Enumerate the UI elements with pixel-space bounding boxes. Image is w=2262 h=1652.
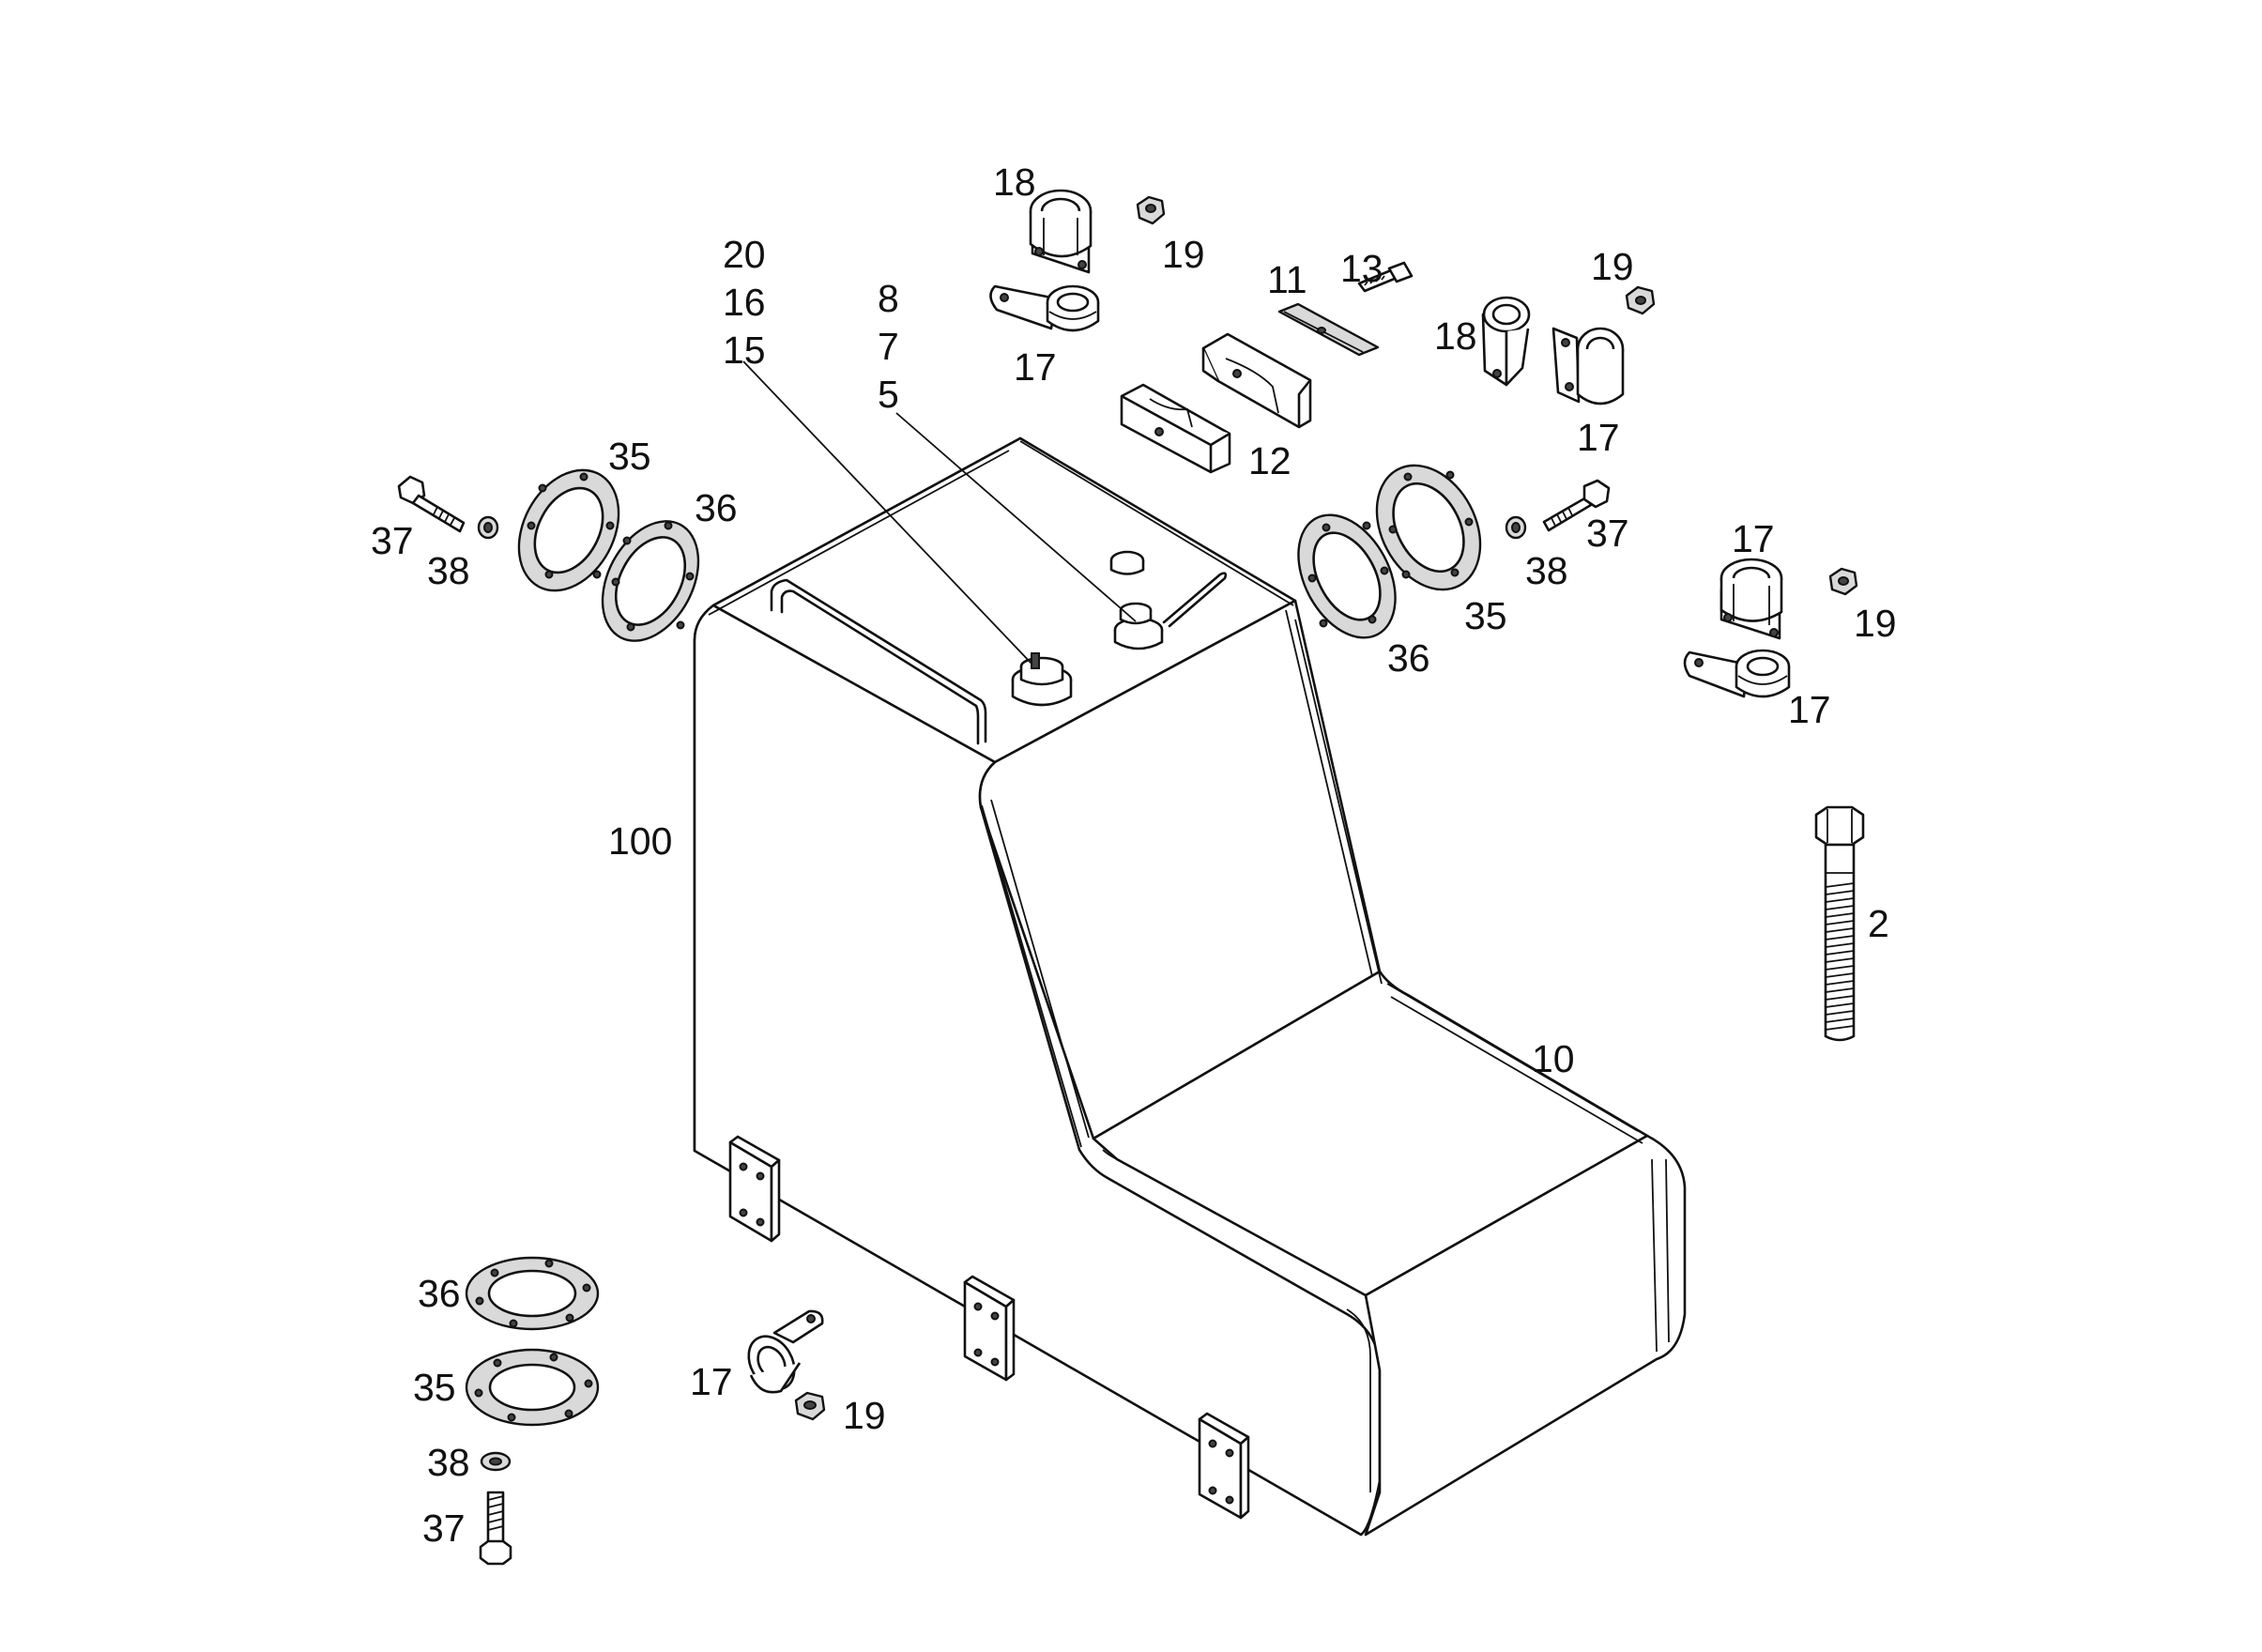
callout-38: 38 — [427, 1441, 470, 1484]
strap-bracket-group — [1120, 261, 1414, 474]
gasket-35-bottom — [465, 1348, 600, 1427]
level-sender — [1113, 602, 1164, 650]
callout-5: 5 — [878, 373, 899, 416]
gasket-36-left — [601, 520, 700, 642]
callout-36: 36 — [418, 1272, 461, 1315]
flange-group-left — [397, 468, 700, 642]
gasket-36-bottom — [465, 1256, 600, 1331]
part-12-lower-block — [1120, 383, 1231, 474]
part-12-upper-block — [1201, 332, 1312, 429]
long-bolt-2 — [1814, 805, 1865, 1042]
tank-left-face — [693, 604, 1382, 1537]
filler-cap — [1011, 652, 1073, 707]
clamp-17-bottom — [747, 1309, 824, 1394]
flange-group-right — [1297, 464, 1611, 639]
callout-35: 35 — [1464, 594, 1507, 637]
callout-17: 17 — [690, 1360, 733, 1403]
mounting-pad — [728, 1135, 781, 1243]
callout-17: 17 — [1732, 517, 1775, 560]
callout-16: 16 — [723, 281, 766, 324]
clamp-assembly-bottom — [747, 1309, 826, 1421]
callout-labels: 18 19 20 16 15 8 7 5 17 11 13 19 18 17 1… — [371, 161, 1897, 1550]
bolt-37-left — [397, 475, 466, 533]
callout-19: 19 — [1162, 233, 1205, 276]
bolt-37-bottom — [479, 1491, 512, 1566]
callout-11: 11 — [1267, 258, 1307, 301]
tank-slope-face — [978, 599, 1382, 1140]
callout-38: 38 — [427, 549, 470, 592]
callout-19: 19 — [1591, 245, 1634, 288]
callout-38: 38 — [1525, 549, 1568, 592]
clamp-17-right — [1551, 327, 1625, 405]
callout-13: 13 — [1340, 247, 1383, 290]
callout-100: 100 — [608, 819, 672, 863]
callout-17: 17 — [1014, 345, 1057, 389]
callout-17: 17 — [1577, 416, 1620, 459]
flange-group-bottom — [465, 1256, 600, 1566]
vent-tube — [1162, 572, 1228, 628]
callout-36: 36 — [695, 486, 738, 529]
tank-front-face — [1364, 1134, 1687, 1537]
callout-19: 19 — [1854, 602, 1897, 645]
clamp-17-right-lower — [1683, 649, 1791, 698]
callout-18: 18 — [993, 161, 1036, 204]
callout-12: 12 — [1248, 439, 1291, 482]
leader-lines — [742, 360, 1137, 665]
nut-19-right-side — [1828, 567, 1858, 596]
callout-17: 17 — [1788, 688, 1831, 731]
tank-body — [693, 436, 1687, 1537]
nut-19-right — [1625, 285, 1656, 315]
callout-15: 15 — [723, 329, 766, 372]
callout-37: 37 — [1586, 512, 1629, 555]
clamp-18-right — [1481, 296, 1531, 387]
mounting-pad — [1198, 1412, 1250, 1520]
mounting-pad — [963, 1275, 1016, 1382]
callout-7: 7 — [878, 325, 899, 368]
callout-37: 37 — [371, 519, 414, 562]
washer-38-left — [477, 515, 499, 540]
washer-38-bottom — [480, 1451, 512, 1472]
callout-36: 36 — [1387, 636, 1430, 680]
tank-handle — [770, 578, 987, 743]
callout-8: 8 — [878, 277, 899, 320]
callout-2: 2 — [1868, 902, 1889, 945]
breather-cap — [1109, 550, 1145, 575]
clamp-assembly-top-left — [989, 189, 1166, 332]
callout-10: 10 — [1532, 1037, 1575, 1080]
callout-20: 20 — [723, 233, 766, 276]
callout-37: 37 — [422, 1507, 466, 1550]
part-11-pad — [1277, 302, 1380, 357]
gasket-36-right — [1297, 513, 1397, 639]
callout-35: 35 — [413, 1366, 456, 1409]
clamp-assembly-right — [1683, 558, 1858, 698]
washer-38-right — [1505, 515, 1527, 540]
clamp-17-right-upper — [1719, 558, 1783, 640]
nut-19-bottom — [794, 1391, 826, 1421]
clamp-18-top — [1029, 189, 1093, 274]
callout-35: 35 — [608, 435, 651, 478]
nut-19-top — [1136, 195, 1166, 225]
bolt-37-right — [1542, 479, 1611, 532]
clamp-assembly-top-right — [1481, 285, 1656, 405]
gasket-35-left — [517, 468, 620, 592]
callout-18: 18 — [1434, 314, 1477, 358]
clamp-17-top — [989, 284, 1100, 332]
bolt-13 — [1357, 261, 1414, 293]
callout-19: 19 — [843, 1394, 886, 1437]
gasket-35-right — [1375, 464, 1482, 591]
